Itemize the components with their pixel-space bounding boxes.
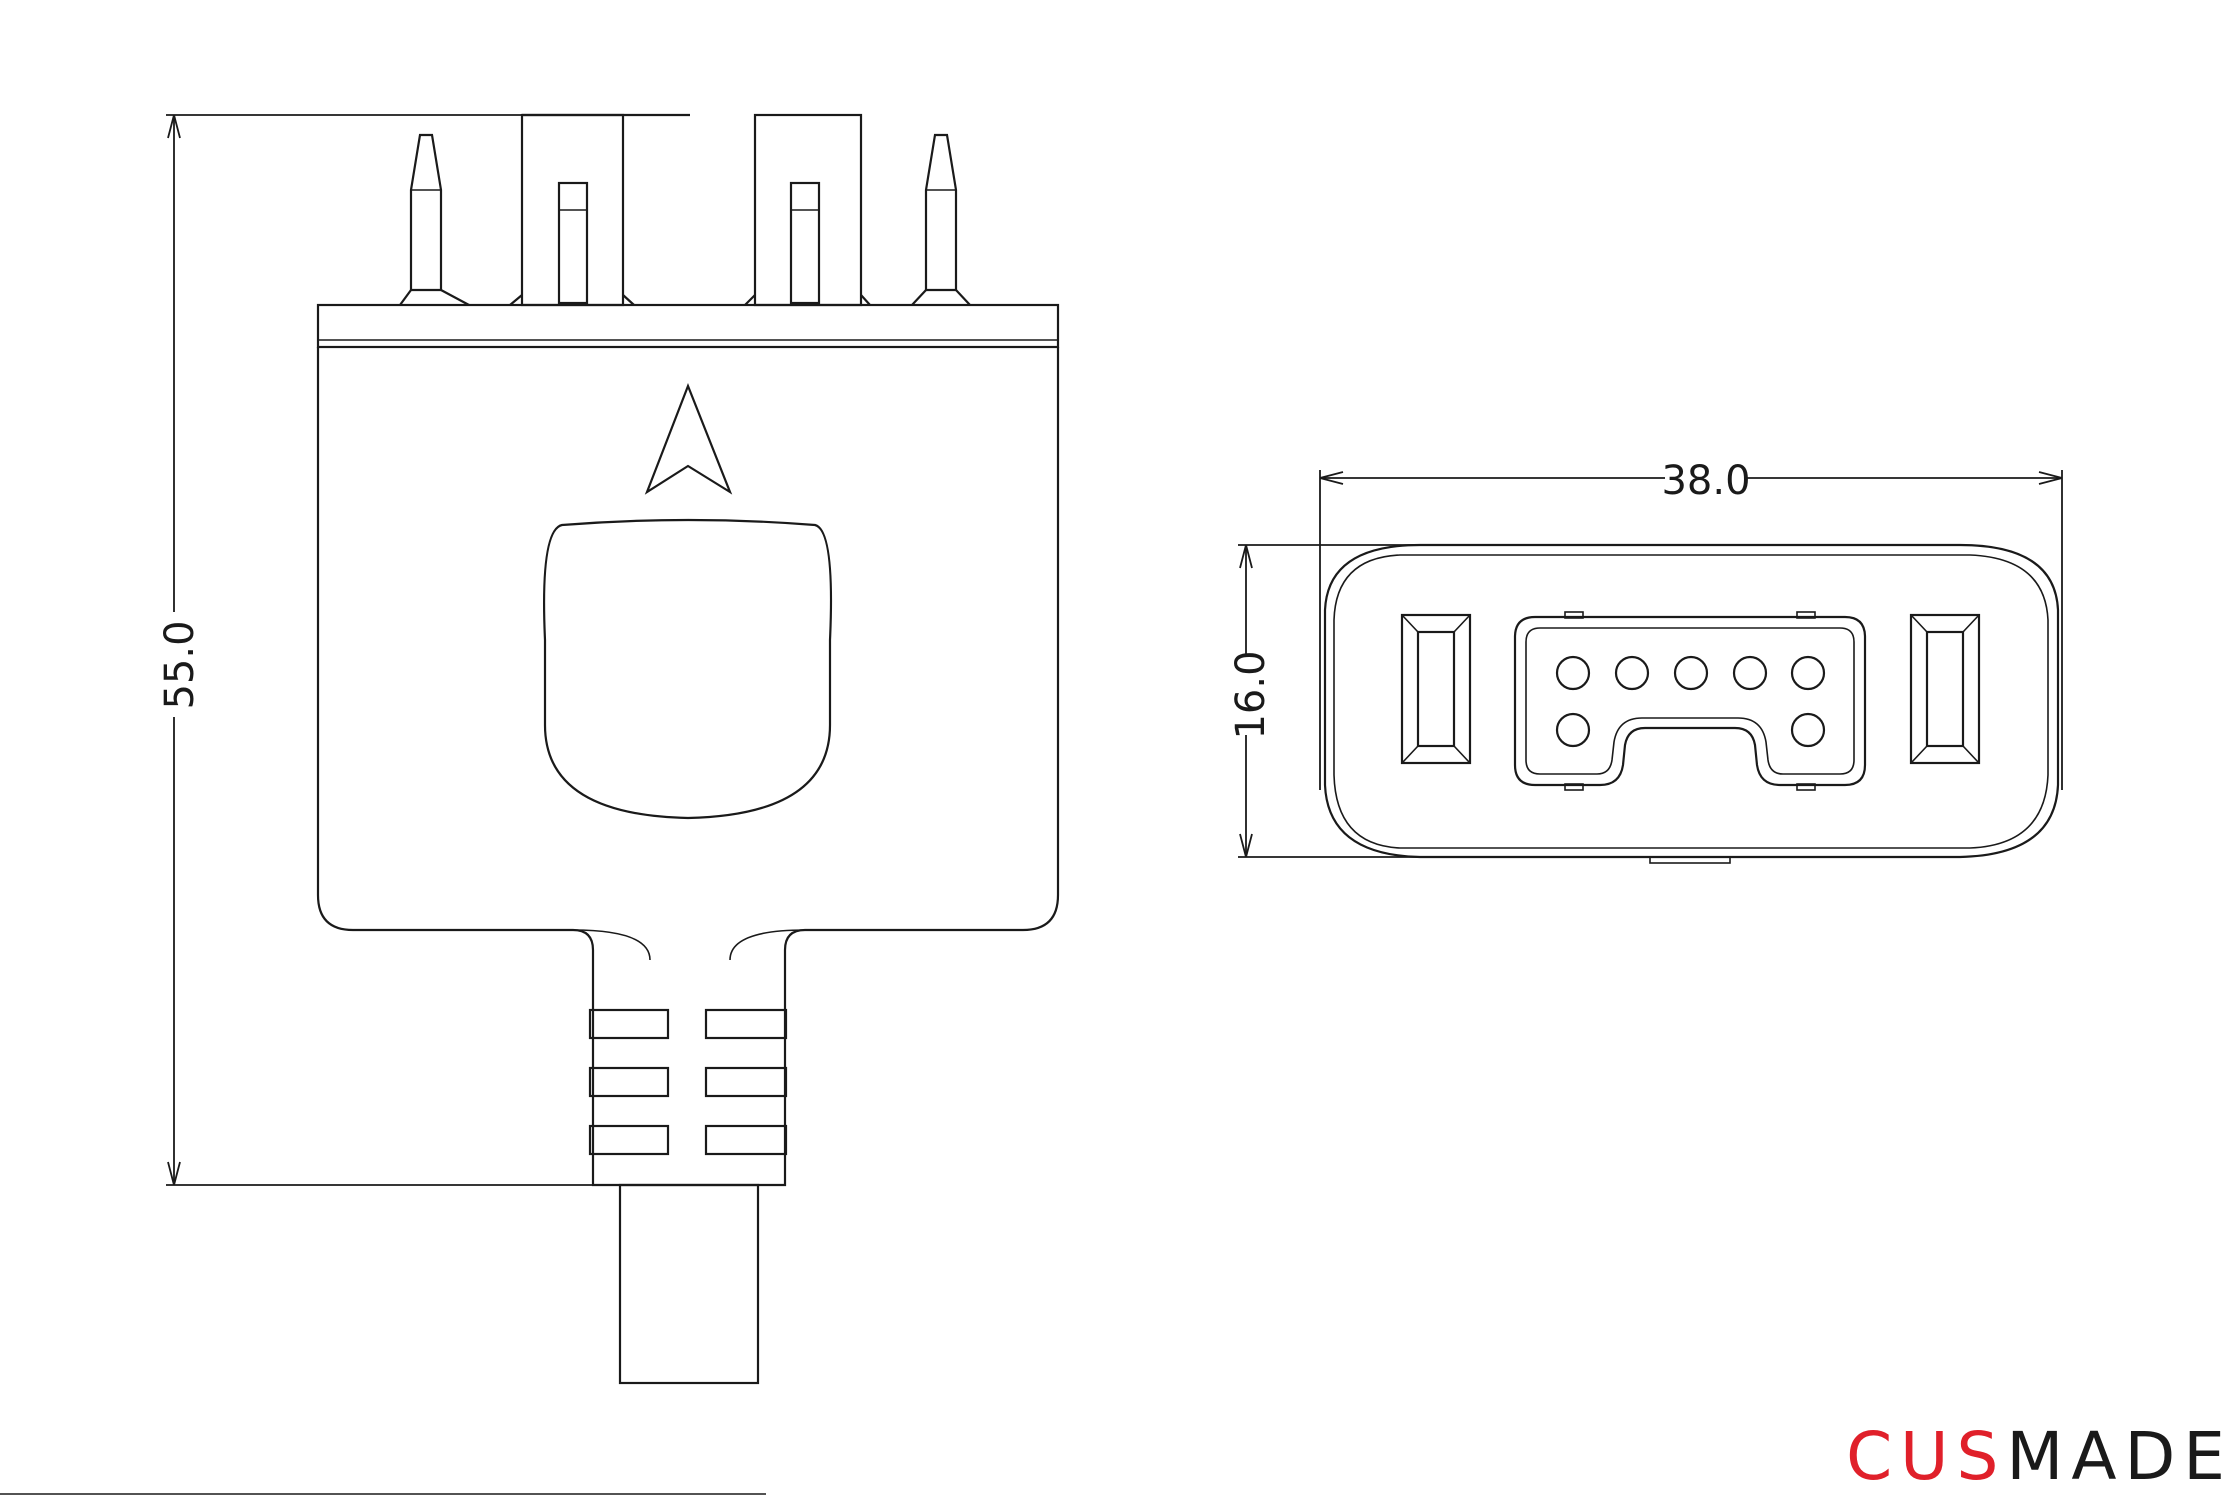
latch-right [1909, 613, 1981, 765]
pointed-pin-left [399, 133, 470, 306]
direction-arrow-icon [644, 382, 733, 495]
pin-cavity [1513, 615, 1867, 787]
side-view: 55.0 [150, 113, 1060, 1385]
dimension-height-label: 55.0 [157, 620, 203, 709]
terminal-left [509, 113, 690, 307]
strain-relief-slots [588, 1008, 788, 1156]
dimension-depth-label: 16.0 [1228, 650, 1274, 739]
cable [618, 1183, 760, 1385]
brand-logo: CUSMADE [1846, 1424, 2233, 1490]
dimension-depth: 16.0 [1228, 544, 1688, 858]
pointed-pin-right [911, 133, 971, 306]
brand-logo-part2: MADE [2006, 1418, 2233, 1495]
main-body [316, 347, 1060, 1187]
grip-pad [542, 518, 833, 820]
dimension-width: 38.0 [1319, 455, 2063, 790]
housing-outline [1323, 543, 2060, 859]
contact-pins [1555, 655, 1826, 748]
front-view: 38.0 16.0 [1228, 455, 2063, 864]
terminal-right [744, 113, 871, 307]
latch-left [1400, 613, 1472, 765]
dimension-width-label: 38.0 [1661, 458, 1750, 504]
top-flange [316, 303, 1060, 349]
brand-logo-part1: CUS [1846, 1418, 2007, 1495]
dimension-height: 55.0 [150, 114, 685, 1186]
